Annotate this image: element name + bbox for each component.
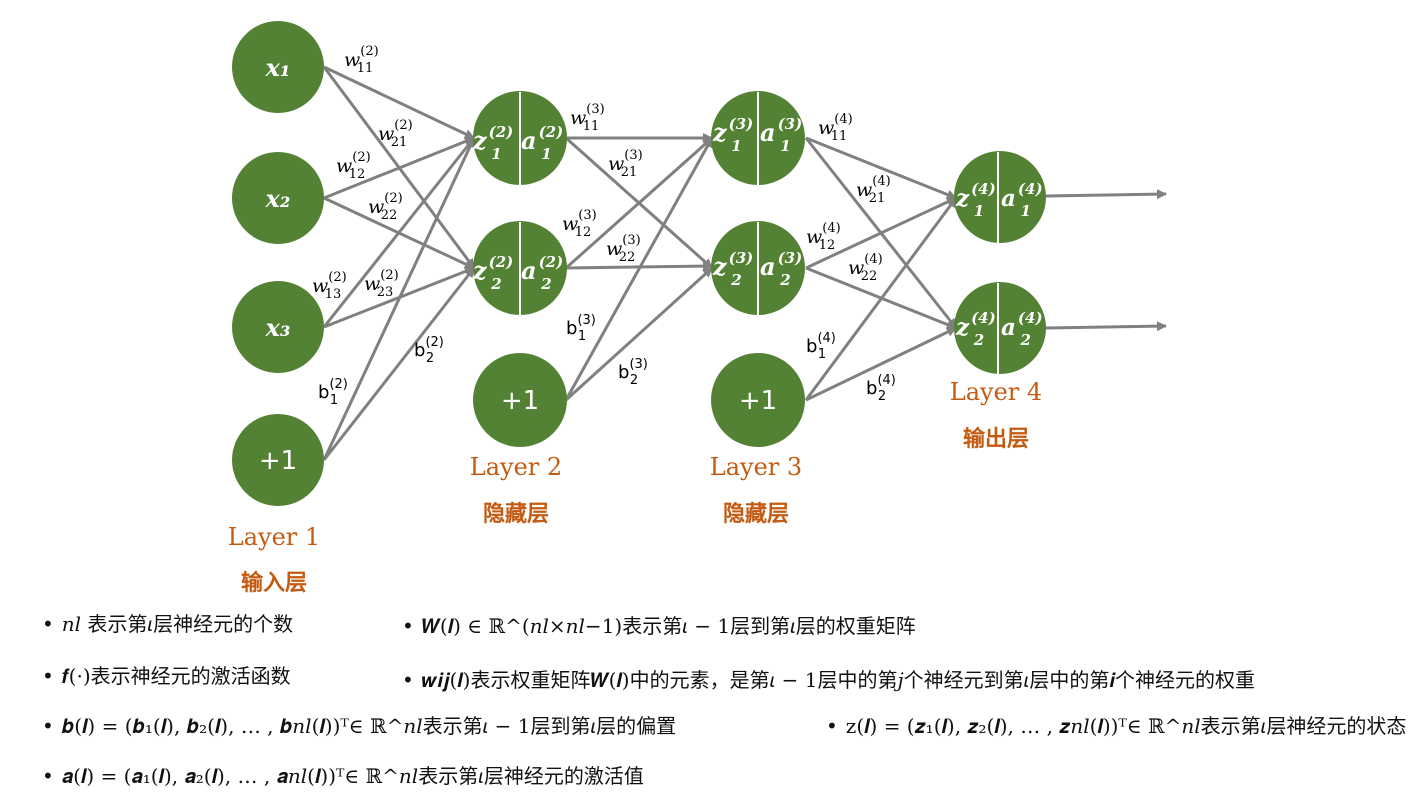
- layer-3-title: Layer 3: [710, 453, 802, 481]
- note-state-vector: • z(𝒍) = (𝒛₁(𝒍), 𝒛₂(𝒍), … , 𝒛𝑛𝑙(𝒍))ᵀ∈ ℝ^𝑛…: [826, 710, 1406, 739]
- node-x3-label: x₃: [265, 313, 291, 342]
- bullet-icon: •: [42, 714, 54, 738]
- weight-w4-11: w(4)11: [818, 112, 853, 144]
- edge-l3n1-l4n1: [805, 136, 957, 200]
- node-l4n2-z: z(4)2: [955, 309, 996, 349]
- weight-w4-21: w(4)21: [856, 174, 891, 206]
- note-state-vector-text: z(𝒍) = (𝒛₁(𝒍), 𝒛₂(𝒍), … , 𝒛𝑛𝑙(𝒍))ᵀ∈ ℝ^𝑛𝑙…: [845, 714, 1407, 738]
- node-l3n1-z: z(3)1: [712, 115, 753, 155]
- bullet-icon: •: [42, 612, 54, 636]
- weight-w2-23: w(2)23: [364, 268, 399, 300]
- layer-1-nodes: x₁ x₂ x₃ +1: [232, 21, 324, 506]
- bullet-icon: •: [826, 714, 838, 738]
- notation-notes: • 𝑛𝑙 表示第𝜄层神经元的个数 • 𝒇(·)表示神经元的激活函数 • 𝒃(𝒍) = …: [0, 598, 1408, 806]
- bullet-icon: •: [42, 764, 54, 788]
- node-bias-1-label: +1: [259, 446, 297, 476]
- connections: [322, 65, 1167, 461]
- node-l4n2-a: a(4)2: [1001, 309, 1043, 349]
- edge-bias1-l2n1: [322, 137, 476, 461]
- note-n-l: • 𝑛𝑙 表示第𝜄层神经元的个数: [42, 608, 293, 637]
- layer-2-subtitle: 隐藏层: [483, 502, 549, 527]
- node-l3n1-a: a(3)1: [760, 115, 802, 155]
- bias-b3-2: b(3)2: [618, 357, 648, 388]
- node-l2n2-z: z(2)2: [472, 253, 513, 293]
- note-bias-vector: • 𝒃(𝒍) = (𝒃₁(𝒍), 𝒃₂(𝒍), … , 𝒃𝑛𝑙(𝒍))ᵀ∈ ℝ^𝑛…: [42, 710, 676, 739]
- node-x1: [232, 21, 324, 113]
- bullet-icon: •: [402, 614, 414, 638]
- bullet-icon: •: [402, 668, 414, 692]
- node-l4n1-a: a(4)1: [1001, 180, 1043, 220]
- note-n-l-text: 𝑛𝑙 表示第𝜄层神经元的个数: [61, 612, 294, 636]
- bias-b3-1: b(3)1: [566, 313, 596, 344]
- node-x1-label: x₁: [265, 53, 291, 82]
- edge-bias2-l3n1: [564, 137, 714, 401]
- note-weight-element-text: 𝒘𝒊𝒋(𝒍)表示权重矩阵𝑾(𝒍)中的元素，是第𝜄 − 1层中的第𝑗个神经元到第𝜄…: [421, 668, 1255, 692]
- layer-1-title: Layer 1: [228, 523, 320, 551]
- layer-2-nodes: z(2)1 a(2)1 z(2)2 a(2)2 +1: [472, 91, 567, 447]
- note-activation-function-text: 𝒇(·)表示神经元的激活函数: [61, 664, 291, 688]
- node-l2n1-z: z(2)1: [472, 123, 513, 163]
- weight-w2-13: w(2)13: [312, 270, 347, 302]
- weight-labels: w(2)11 w(2)21 w(2)12 w(2)22 w(2)13 w(2)2…: [312, 44, 896, 408]
- node-bias-2: [473, 353, 567, 447]
- weight-w4-22: w(4)22: [848, 252, 883, 284]
- node-x2: [232, 152, 324, 244]
- layer-4-subtitle: 输出层: [963, 426, 1029, 452]
- edge-bias3-l4n1: [804, 197, 958, 401]
- node-l3n2-a: a(3)2: [760, 249, 802, 289]
- bullet-icon: •: [42, 664, 54, 688]
- layer-labels: Layer 1 输入层 Layer 2 隐藏层 Layer 3 隐藏层 Laye…: [228, 378, 1042, 596]
- note-activation-vector-text: 𝒂(𝒍) = (𝒂₁(𝒍), 𝒂₂(𝒍), … , 𝒂𝑛𝑙(𝒍))ᵀ∈ ℝ^𝑛𝑙…: [61, 764, 644, 788]
- layer-3-subtitle: 隐藏层: [723, 502, 789, 527]
- layer-1-subtitle: 输入层: [241, 570, 307, 596]
- layer-4-nodes: z(4)1 a(4)1 z(4)2 a(4)2: [954, 151, 1046, 374]
- node-bias-1: [232, 414, 324, 506]
- node-bias-2-label: +1: [501, 386, 539, 416]
- edge-output-1: [1045, 189, 1167, 200]
- layer-3-nodes: z(3)1 a(3)1 z(3)2 a(3)2 +1: [711, 91, 805, 447]
- node-bias-3: [711, 353, 805, 447]
- edge-x3-l2n1: [322, 137, 476, 328]
- edge-x2-l2n1: [323, 136, 475, 200]
- edge-x1-l2n1: [323, 65, 475, 140]
- node-l2n2-a: a(2)2: [521, 253, 563, 293]
- weight-w3-12: w(3)12: [562, 208, 597, 240]
- node-l4n1-z: z(4)1: [955, 180, 996, 220]
- note-weight-element: • 𝒘𝒊𝒋(𝒍)表示权重矩阵𝑾(𝒍)中的元素，是第𝜄 − 1层中的第𝑗个神经元到第…: [402, 664, 1255, 693]
- bias-b4-1: b(4)1: [806, 331, 836, 362]
- node-l3n2-z: z(3)2: [712, 249, 753, 289]
- weight-w2-21: w(2)21: [378, 118, 413, 150]
- weight-w4-12: w(4)12: [806, 221, 841, 253]
- layer-2-title: Layer 2: [470, 453, 562, 481]
- node-x3: [232, 281, 324, 373]
- edge-l3n2-l4n1: [805, 196, 957, 270]
- weight-w2-11: w(2)11: [344, 44, 379, 76]
- node-l4n2: [954, 282, 1046, 374]
- weight-w3-21: w(3)21: [608, 148, 643, 180]
- edge-output-2: [1045, 321, 1167, 332]
- weight-w2-12: w(2)12: [336, 150, 371, 182]
- edge-bias1-l2n2: [322, 267, 476, 461]
- bias-b4-2: b(4)2: [866, 373, 896, 404]
- note-activation-function: • 𝒇(·)表示神经元的激活函数: [42, 660, 291, 689]
- edge-bias3-l4n2: [805, 326, 957, 402]
- edge-bias2-l3n2: [564, 266, 714, 402]
- weight-w2-22: w(2)22: [368, 191, 403, 223]
- node-x2-label: x₂: [265, 184, 291, 213]
- node-l2n1-a: a(2)1: [521, 123, 563, 163]
- node-l4n1: [954, 151, 1046, 243]
- weight-w3-11: w(3)11: [570, 102, 605, 134]
- note-bias-vector-text: 𝒃(𝒍) = (𝒃₁(𝒍), 𝒃₂(𝒍), … , 𝒃𝑛𝑙(𝒍))ᵀ∈ ℝ^𝑛𝑙…: [61, 714, 677, 738]
- note-activation-vector: • 𝒂(𝒍) = (𝒂₁(𝒍), 𝒂₂(𝒍), … , 𝒂𝑛𝑙(𝒍))ᵀ∈ ℝ^𝑛…: [42, 760, 644, 789]
- weight-w3-22: w(3)22: [606, 233, 641, 265]
- bias-b2-2: b(2)2: [414, 335, 444, 366]
- bias-b2-1: b(2)1: [318, 377, 348, 408]
- note-weight-matrix-text: 𝑾(𝒍) ∈ ℝ^(𝑛𝑙×𝑛𝑙−1)表示第𝜄 − 1层到第𝜄层的权重矩阵: [421, 614, 916, 638]
- note-weight-matrix: • 𝑾(𝒍) ∈ ℝ^(𝑛𝑙×𝑛𝑙−1)表示第𝜄 − 1层到第𝜄层的权重矩阵: [402, 610, 916, 639]
- node-bias-3-label: +1: [739, 386, 777, 416]
- edge-l2n2-l3n1: [565, 136, 713, 270]
- layer-4-title: Layer 4: [950, 378, 1042, 406]
